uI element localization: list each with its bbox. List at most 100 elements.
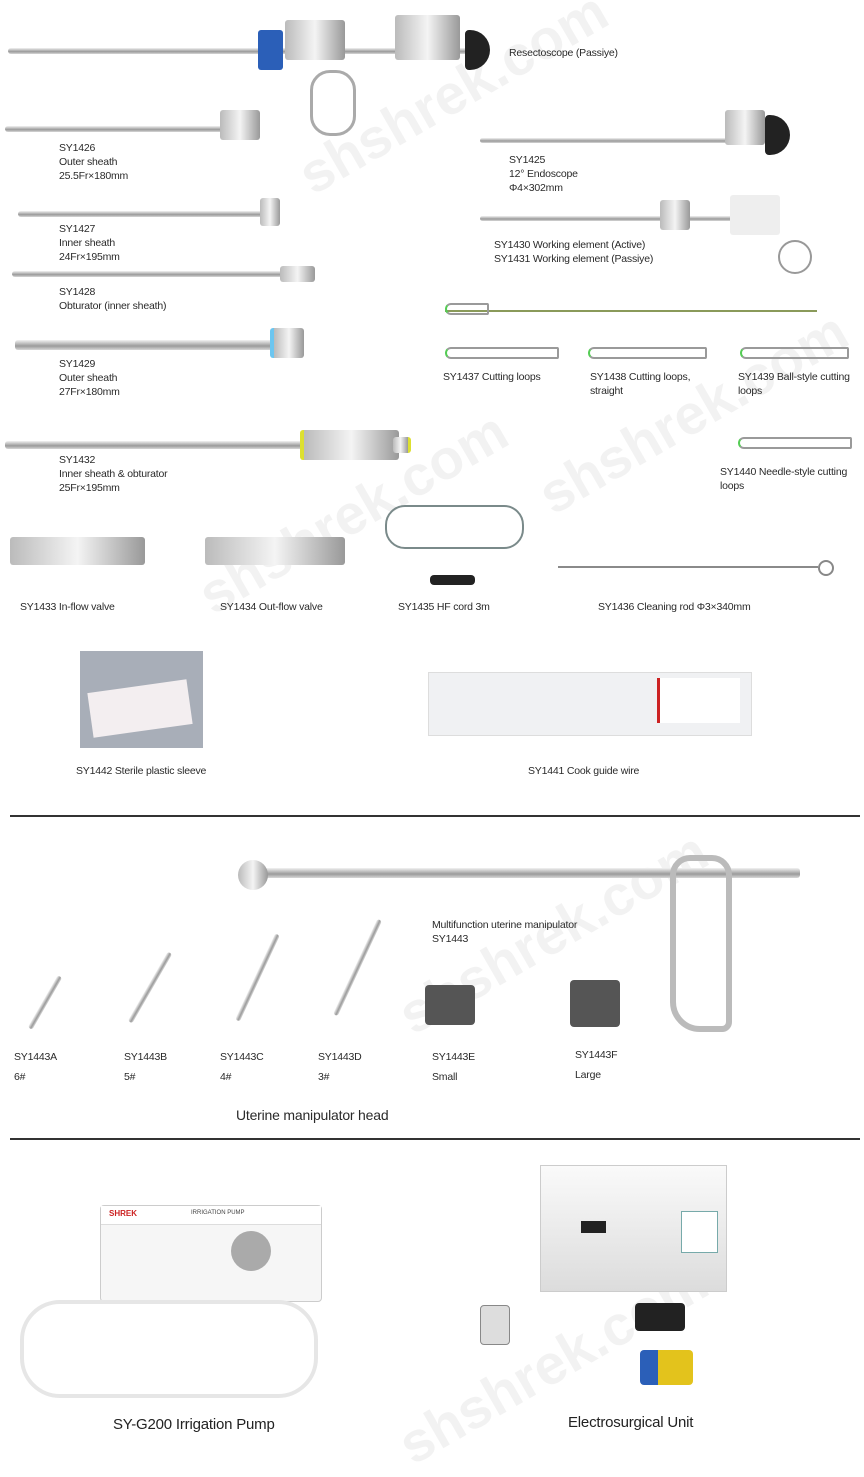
head-label: SY1443D 3#: [318, 1050, 362, 1084]
sy1436-label: SY1436 Cleaning rod Φ3×340mm: [598, 601, 751, 613]
sy1433-image: [10, 537, 145, 565]
product-name: Multifunction uterine manipulator: [432, 919, 578, 931]
head-image: [27, 975, 63, 1030]
head-image: [127, 951, 173, 1024]
resectoscope-image: [310, 70, 356, 136]
sy1438-image: [588, 347, 707, 359]
product-code: SY1443B: [124, 1051, 167, 1063]
product-code: SY1443A: [14, 1051, 57, 1063]
head-image: [235, 933, 280, 1022]
product-name: SY1439 Ball-style cutting: [738, 371, 850, 383]
product-size: 3#: [318, 1071, 330, 1083]
product-size: 4#: [220, 1071, 232, 1083]
sy1432-image: [393, 437, 411, 453]
sy1427-image: [18, 211, 268, 217]
product-size: 6#: [14, 1071, 26, 1083]
head-image: [333, 918, 382, 1017]
sy1428-image: [280, 266, 315, 282]
product-name: Inner sheath & obturator: [59, 468, 168, 480]
sy1437-image: [445, 347, 559, 359]
cutting-loop-electrode-image: [445, 310, 817, 312]
sleeve-shape: [87, 679, 193, 738]
sy1430-image: [660, 200, 690, 230]
return-pad-image: [480, 1305, 510, 1345]
product-name: straight: [590, 385, 623, 397]
product-name: Outer sheath: [59, 156, 118, 168]
product-code: SY1426: [59, 142, 96, 154]
product-name: loops: [720, 480, 745, 492]
manipulator-image: [238, 860, 268, 890]
sy1442-image: [80, 651, 203, 748]
product-name: Outer sheath: [59, 372, 118, 384]
product-code: SY1425: [509, 154, 546, 166]
product-code: SY1428: [59, 286, 96, 298]
pump-brand-logo: SHREK: [109, 1209, 138, 1218]
product-size: Small: [432, 1071, 458, 1083]
sy1425-label: SY1425 12° Endoscope Φ4×302mm: [509, 153, 578, 195]
esu-panel: [681, 1211, 718, 1253]
sy1432-label: SY1432 Inner sheath & obturator 25Fr×195…: [59, 453, 168, 495]
product-name: SY1440 Needle-style cutting: [720, 466, 848, 478]
sy1434-label: SY1434 Out-flow valve: [220, 601, 323, 613]
sy1430-image: [480, 216, 740, 221]
product-code: SY1427: [59, 223, 96, 235]
product-code: SY1443F: [575, 1049, 618, 1061]
product-code: SY1443D: [318, 1051, 362, 1063]
package-label: [657, 678, 740, 723]
head-image: [425, 985, 475, 1025]
sy1435-image: [385, 505, 524, 549]
pump-rotor: [231, 1231, 271, 1271]
sy1441-label: SY1441 Cook guide wire: [528, 765, 640, 777]
sy1440-label: SY1440 Needle-style cutting loops: [720, 465, 847, 493]
resectoscope-image: [395, 15, 460, 60]
sy1430-image: [730, 195, 780, 235]
sy1429-image: [270, 328, 304, 358]
sy1425-image: [480, 138, 740, 143]
sy1434-image: [205, 537, 345, 565]
section-divider: [10, 815, 860, 817]
sy1426-label: SY1426 Outer sheath 25.5Fr×180mm: [59, 141, 128, 183]
footswitch-image: [635, 1303, 685, 1331]
sy1439-label: SY1439 Ball-style cutting loops: [738, 370, 850, 398]
product-code: SY1432: [59, 454, 96, 466]
irrigation-tubing-image: [20, 1300, 318, 1398]
product-size: 25Fr×195mm: [59, 482, 120, 494]
resectoscope-label: Resectoscope (Passiye): [509, 47, 618, 59]
product-code: SY1443C: [220, 1051, 264, 1063]
footswitch-image: [640, 1350, 693, 1385]
cutting-loop-electrode-image: [445, 303, 489, 315]
product-code: SY1443: [432, 933, 469, 945]
sy1442-label: SY1442 Sterile plastic sleeve: [76, 765, 207, 777]
sy1427-label: SY1427 Inner sheath 24Fr×195mm: [59, 222, 120, 264]
sy1427-image: [260, 198, 280, 226]
head-label: SY1443A 6#: [14, 1050, 57, 1084]
manipulator-image: [240, 868, 800, 878]
product-size: 25.5Fr×180mm: [59, 170, 129, 182]
uterine-heads-caption: Uterine manipulator head: [236, 1107, 389, 1123]
sy1432-image: [300, 430, 399, 460]
sy1431-label: SY1431 Working element (Passiye): [494, 253, 654, 265]
resectoscope-image: [258, 30, 283, 70]
sy1435-image: [430, 575, 475, 585]
product-name: SY1438 Cutting loops,: [590, 371, 691, 383]
head-image: [570, 980, 620, 1027]
electrosurgical-unit-caption: Electrosurgical Unit: [568, 1414, 694, 1431]
product-size: Φ4×302mm: [509, 182, 563, 194]
sy1426-image: [5, 126, 225, 132]
irrigation-pump-caption: SY-G200 Irrigation Pump: [113, 1416, 275, 1433]
sy1426-image: [220, 110, 260, 140]
sy1435-label: SY1435 HF cord 3m: [398, 601, 490, 613]
sy1430-image: [778, 240, 812, 274]
product-name: Inner sheath: [59, 237, 115, 249]
manipulator-image: [670, 855, 732, 1032]
head-label: SY1443E Small: [432, 1050, 475, 1084]
manipulator-label: Multifunction uterine manipulator SY1443: [432, 918, 577, 946]
sy1440-image: [738, 437, 852, 449]
sy1439-image: [740, 347, 849, 359]
sy1428-label: SY1428 Obturator (inner sheath): [59, 285, 166, 313]
sy1428-image: [12, 271, 292, 277]
resectoscope-image: [285, 20, 345, 60]
product-code: SY1443E: [432, 1051, 475, 1063]
sy1429-label: SY1429 Outer sheath 27Fr×180mm: [59, 357, 120, 399]
